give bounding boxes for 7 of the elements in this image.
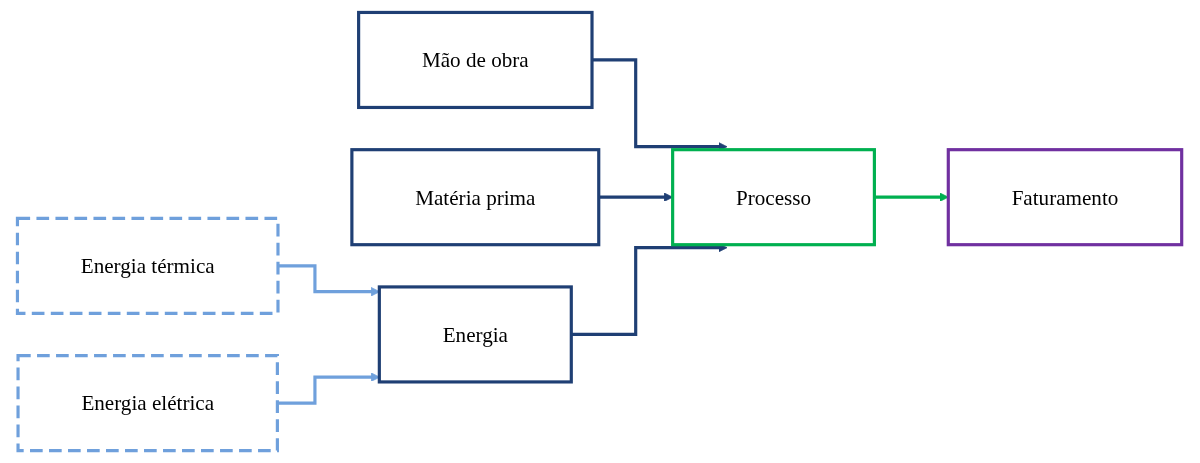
node-box: Energia elétrica: [16, 353, 280, 453]
node-box: Faturamento: [947, 148, 1184, 247]
node-box: Mão de obra: [357, 10, 594, 110]
node-box: Energia térmica: [16, 216, 280, 315]
node-box: Matéria prima: [350, 148, 601, 247]
node-box: Processo: [671, 148, 877, 247]
node-box: Energia: [378, 285, 574, 384]
